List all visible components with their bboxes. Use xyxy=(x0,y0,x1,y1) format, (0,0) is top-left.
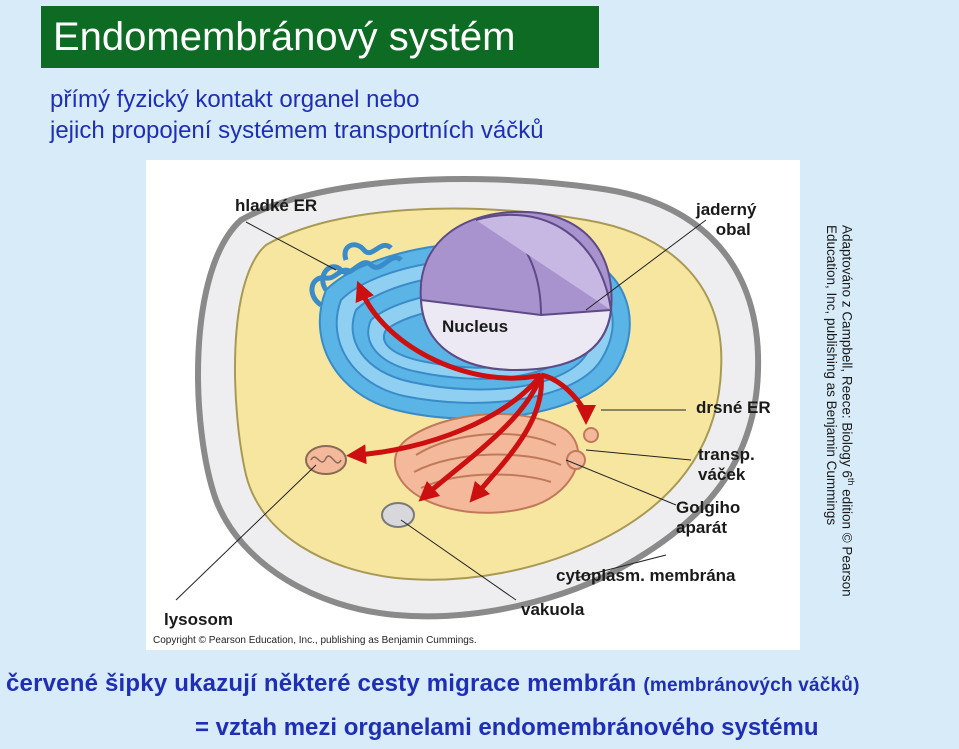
label-nucleus: Nucleus xyxy=(442,317,509,336)
lysosome xyxy=(305,445,347,475)
cell-illustration xyxy=(175,175,762,620)
label-jaderny-line2: obal xyxy=(715,220,751,239)
label-transp-line2: váček xyxy=(698,465,746,484)
transport-vesicle xyxy=(583,427,599,443)
credit-line-1: Adaptováno z Campbell, Reece: Biology 6t… xyxy=(839,225,857,597)
vacuole xyxy=(381,502,415,528)
migration-arrows xyxy=(346,280,596,503)
subtitle-line-2: jejich propojení systémem transportních … xyxy=(50,117,544,144)
caption-line-1: červené šipky ukazují některé cesty migr… xyxy=(6,670,860,697)
cell-diagram: hladké ER jaderný obal Nucleus drsné ER … xyxy=(146,160,800,650)
credit-line-2: Education, Inc, publishing as Benjamin C… xyxy=(824,225,840,526)
label-jaderny-obal: jaderný obal xyxy=(696,200,756,240)
caption-line-2: = vztah mezi organelami endomembránového… xyxy=(195,714,819,741)
label-golgi-line1: Golgiho xyxy=(676,498,741,517)
subtitle-line-1: přímý fyzický kontakt organel nebo xyxy=(50,86,420,113)
nucleus xyxy=(419,210,613,372)
label-cytoplasm-membrane: cytoplasm. membrána xyxy=(556,566,736,585)
label-transp-vacek: transp. váček xyxy=(698,445,755,485)
smooth-er xyxy=(309,242,403,308)
label-drsne-er: drsné ER xyxy=(696,398,771,417)
page-title: Endomembránový systém xyxy=(53,15,516,59)
label-lysosom: lysosom xyxy=(164,610,233,629)
label-vakuola: vakuola xyxy=(521,600,585,619)
label-golgiho-aparat: Golgiho aparát xyxy=(676,498,740,538)
leader-lines xyxy=(175,219,707,601)
label-jaderny-line1: jaderný xyxy=(696,200,757,219)
label-golgi-line2: aparát xyxy=(676,518,728,537)
label-hladke-er: hladké ER xyxy=(235,196,318,215)
label-transp-line1: transp. xyxy=(698,445,755,464)
title-banner: Endomembránový systém xyxy=(41,6,599,68)
subtitle: přímý fyzický kontakt organel nebo jejic… xyxy=(50,84,544,146)
source-credit: Adaptováno z Campbell, Reece: Biology 6t… xyxy=(824,225,858,605)
copyright-note: Copyright © Pearson Education, Inc., pub… xyxy=(153,635,477,646)
